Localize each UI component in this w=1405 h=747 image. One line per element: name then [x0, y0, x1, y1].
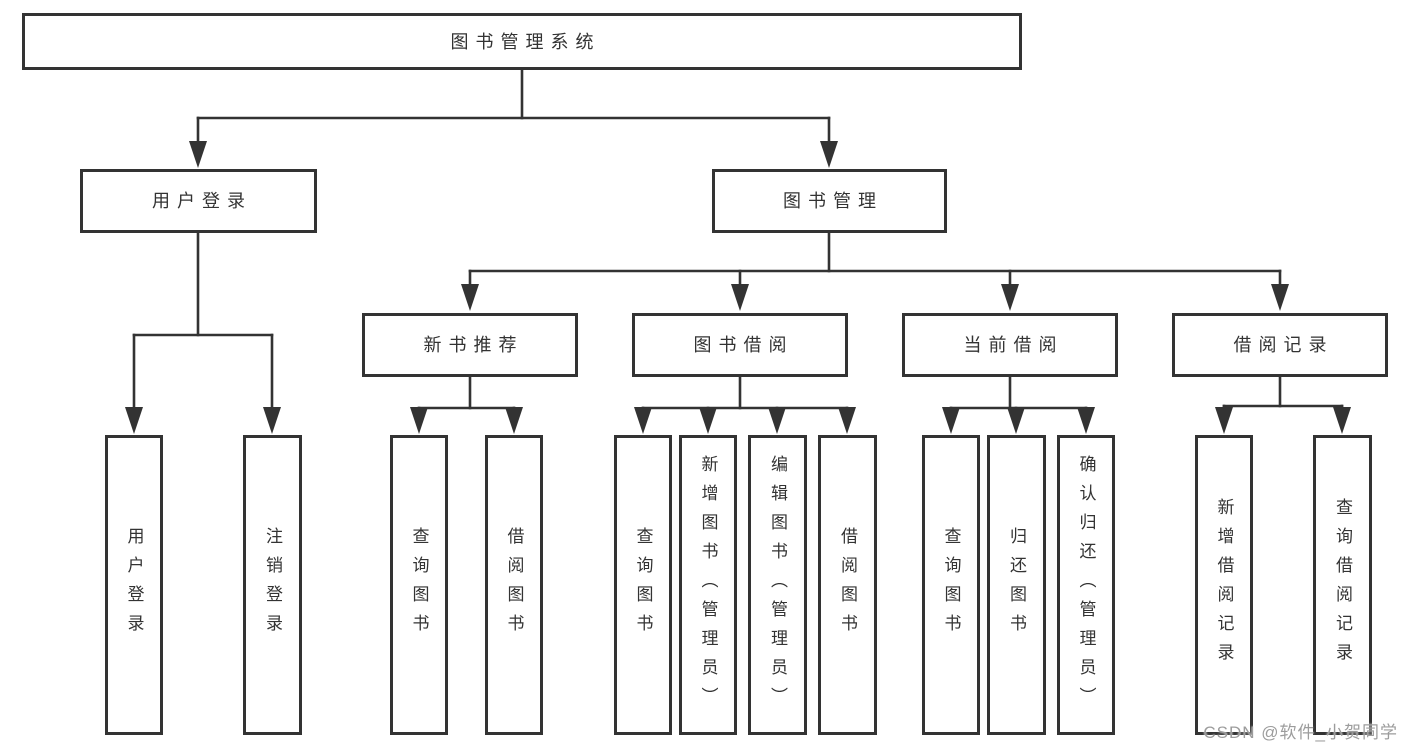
leaf-borrowing-query-books: 查询图书 [614, 435, 672, 735]
leaf-logout-login: 注销登录 [243, 435, 302, 735]
leaf-borrowing-borrow-books: 借阅图书 [818, 435, 877, 735]
leaf-current-confirm-return-admin: 确认归还（管理员） [1057, 435, 1115, 735]
leaf-current-query-books: 查询图书 [922, 435, 980, 735]
leaf-recommend-borrow-books: 借阅图书 [485, 435, 543, 735]
leaf-records-query-borrow-record: 查询借阅记录 [1313, 435, 1372, 735]
leaf-current-return-books: 归还图书 [987, 435, 1046, 735]
node-book-management: 图书管理 [712, 169, 947, 233]
leaf-borrowing-edit-books-admin: 编辑图书（管理员） [748, 435, 807, 735]
node-current-borrowing: 当前借阅 [902, 313, 1118, 377]
node-new-book-recommend: 新书推荐 [362, 313, 578, 377]
leaf-user-login: 用户登录 [105, 435, 163, 735]
csdn-watermark: CSDN @软件_小贺同学 [1203, 723, 1398, 742]
node-user-login: 用户登录 [80, 169, 317, 233]
node-library-management-system: 图书管理系统 [22, 13, 1022, 70]
node-book-borrowing: 图书借阅 [632, 313, 848, 377]
node-borrowing-records: 借阅记录 [1172, 313, 1388, 377]
leaf-records-add-borrow-record: 新增借阅记录 [1195, 435, 1253, 735]
leaf-borrowing-add-books-admin: 新增图书（管理员） [679, 435, 737, 735]
leaf-recommend-query-books: 查询图书 [390, 435, 448, 735]
